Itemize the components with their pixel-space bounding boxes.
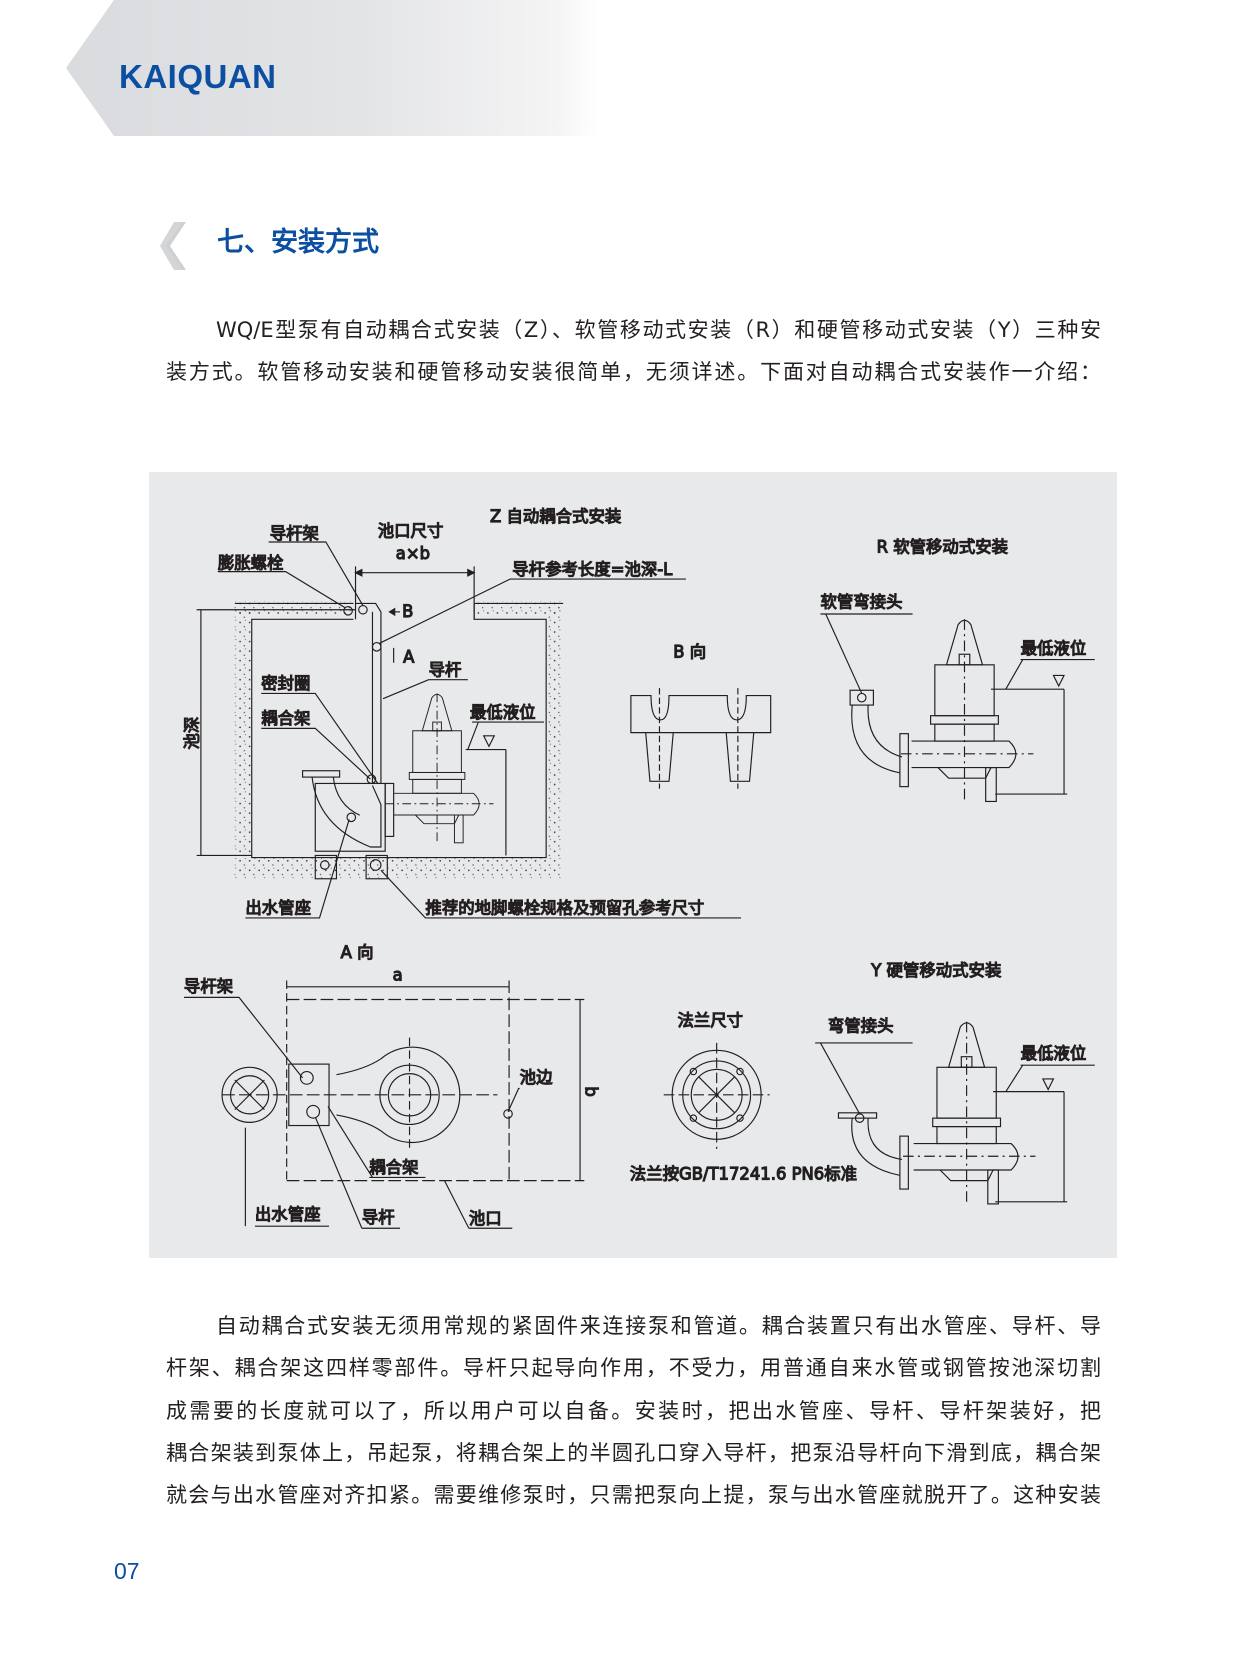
label-pit-depth: 池深 [183, 717, 202, 750]
a-view-drawing [183, 980, 585, 1229]
label-min-level: 最低液位 [470, 703, 536, 722]
label-seal-ring: 密封圈 [261, 674, 310, 693]
label-anchor-bolt: 推荐的地脚螺栓规格及预留孔参考尺寸 [425, 899, 704, 918]
intro-paragraph: WQ/E型泵有自动耦合式安装（Z）、软管移动式安装（R）和硬管移动式安装（Y）三… [166, 309, 1101, 394]
label-guide-bracket: 导杆架 [270, 524, 319, 543]
label-a-guide-bracket: 导杆架 [184, 977, 233, 996]
b-view-drawing [630, 688, 772, 789]
a-view-title: A 向 [341, 943, 374, 962]
label-b-arrow: B [402, 602, 413, 621]
text-line: 耦合架装到泵体上，吊起泵，将耦合架上的半圆孔口穿入导杆，把泵沿导杆向下滑到底，耦… [166, 1440, 1101, 1465]
label-pit-size-dim: a×b [396, 544, 430, 563]
label-a-arrow: A [403, 648, 415, 667]
page-number: 07 [114, 1558, 140, 1584]
label-pit-size: 池口尺寸 [378, 522, 444, 541]
label-pit-edge: 池边 [520, 1068, 553, 1087]
text-line: 就会与出水管座对齐扣紧。需要维修泵时，只需把泵向上提，泵与出水管座就脱开了。这种… [166, 1483, 1101, 1508]
y-title: Y 硬管移动式安装 [870, 961, 1001, 980]
text-line: 成需要的长度就可以了，所以用户可以自备。安装时，把出水管座、导杆、导杆架装好，把 [166, 1398, 1101, 1423]
chevron-left-icon [160, 222, 186, 270]
text-line: 杆架、耦合架这四样零部件。导杆只起导向作用，不受力，用普通自来水管或钢管按池深切… [166, 1356, 1101, 1381]
label-dim-a: a [393, 965, 403, 984]
installation-drawing: Z 自动耦合式安装 导杆架 池口尺寸 a×b 膨胀螺栓 导杆参考长度=池深-L … [182, 506, 1095, 1229]
b-view-title: B 向 [673, 642, 706, 661]
installation-diagram: Z 自动耦合式安装 导杆架 池口尺寸 a×b 膨胀螺栓 导杆参考长度=池深-L … [149, 472, 1117, 1258]
label-pit-mouth: 池口 [469, 1209, 502, 1228]
flange-standard: 法兰按GB/T17241.6 PN6标准 [630, 1165, 857, 1184]
label-hose-elbow: 软管弯接头 [820, 593, 902, 612]
label-elbow: 弯管接头 [828, 1016, 894, 1035]
flange-title: 法兰尺寸 [677, 1011, 743, 1030]
label-a-coupling-frame: 耦合架 [369, 1158, 418, 1177]
kaiquan-logo: KAIQUAN [119, 58, 277, 95]
label-guide-length: 导杆参考长度=池深-L [512, 560, 673, 579]
z-title: Z 自动耦合式安装 [490, 507, 621, 526]
z-pit-drawing [196, 541, 742, 919]
r-title: R 软管移动式安装 [877, 538, 1008, 557]
section-title: 七、安装方式 [217, 227, 379, 258]
r-drawing [820, 613, 1095, 803]
label-y-min-level: 最低液位 [1021, 1044, 1087, 1063]
label-dim-b: b [581, 1086, 600, 1096]
label-r-min-level: 最低液位 [1021, 639, 1087, 658]
label-a-outlet-base: 出水管座 [255, 1205, 321, 1224]
label-a-guide-rod: 导杆 [362, 1208, 395, 1227]
label-expansion-bolt: 膨胀螺栓 [218, 553, 284, 572]
text-line: WQ/E型泵有自动耦合式安装（Z）、软管移动式安装（R）和硬管移动式安装（Y）三… [216, 318, 1101, 342]
label-outlet-base: 出水管座 [245, 899, 311, 918]
body-paragraph: 自动耦合式安装无须用常规的紧固件来连接泵和管道。耦合装置只有出水管座、导杆、导 … [166, 1305, 1101, 1516]
header-banner [66, 0, 598, 136]
flange-drawing [663, 1042, 770, 1149]
label-coupling-frame: 耦合架 [261, 709, 310, 728]
text-line: 自动耦合式安装无须用常规的紧固件来连接泵和管道。耦合装置只有出水管座、导杆、导 [216, 1314, 1101, 1338]
y-drawing [815, 1021, 1095, 1205]
text-line: 装方式。软管移动安装和硬管移动安装很简单，无须详述。下面对自动耦合式安装作一介绍… [166, 360, 1101, 385]
label-guide-rod: 导杆 [429, 660, 462, 679]
